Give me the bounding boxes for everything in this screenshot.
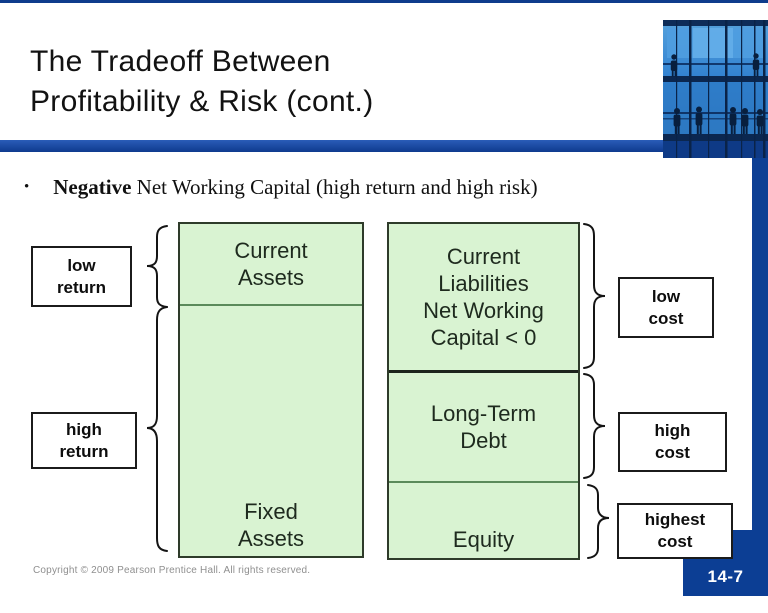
bullet-icon: • bbox=[24, 179, 30, 195]
equity-label: Equity bbox=[452, 527, 515, 552]
current-liabilities-section: Current Liabilities Net Working Capital … bbox=[389, 224, 578, 373]
brace-high-return bbox=[146, 306, 168, 552]
brace-high-cost bbox=[583, 373, 606, 479]
bullet-rest: Net Working Capital (high return and hig… bbox=[131, 175, 538, 199]
copyright-text: Copyright © 2009 Pearson Prentice Hall. … bbox=[33, 565, 311, 576]
people-silhouettes bbox=[670, 53, 764, 134]
long-term-debt-section: Long-Term Debt bbox=[389, 373, 578, 483]
fixed-assets-label: Fixed Assets bbox=[237, 499, 305, 551]
brace-low-cost bbox=[583, 223, 606, 369]
slide-number: 14-7 bbox=[707, 567, 744, 586]
bullet-lead: Negative bbox=[53, 175, 132, 199]
fixed-assets-section: Fixed Assets bbox=[180, 306, 362, 556]
high-cost-label: high cost bbox=[618, 412, 727, 472]
brace-low-return bbox=[146, 225, 168, 308]
assets-column: Current Assets Fixed Assets bbox=[178, 222, 364, 558]
right-side-bar bbox=[752, 140, 768, 593]
slide-title: The Tradeoff Between Profitability & Ris… bbox=[30, 45, 374, 118]
current-liabilities-label: Current Liabilities Net Working Capital … bbox=[423, 244, 544, 350]
low-cost-label: low cost bbox=[618, 277, 714, 338]
financing-column: Current Liabilities Net Working Capital … bbox=[387, 222, 580, 560]
building-photo bbox=[663, 20, 768, 158]
top-edge-bar bbox=[0, 0, 768, 3]
equity-section: Equity bbox=[389, 483, 578, 555]
bullet-text: Negative Net Working Capital (high retur… bbox=[53, 174, 537, 201]
current-assets-section: Current Assets bbox=[180, 224, 362, 306]
highest-cost-label: highest cost bbox=[617, 503, 733, 559]
low-return-label: low return bbox=[31, 246, 132, 307]
brace-highest-cost bbox=[587, 484, 610, 559]
high-return-label: high return bbox=[31, 412, 137, 469]
bullet-line: • Negative Net Working Capital (high ret… bbox=[22, 174, 742, 201]
horizontal-divider-bar bbox=[0, 140, 768, 152]
long-term-debt-label: Long-Term Debt bbox=[430, 401, 537, 453]
current-assets-label: Current Assets bbox=[234, 238, 308, 290]
